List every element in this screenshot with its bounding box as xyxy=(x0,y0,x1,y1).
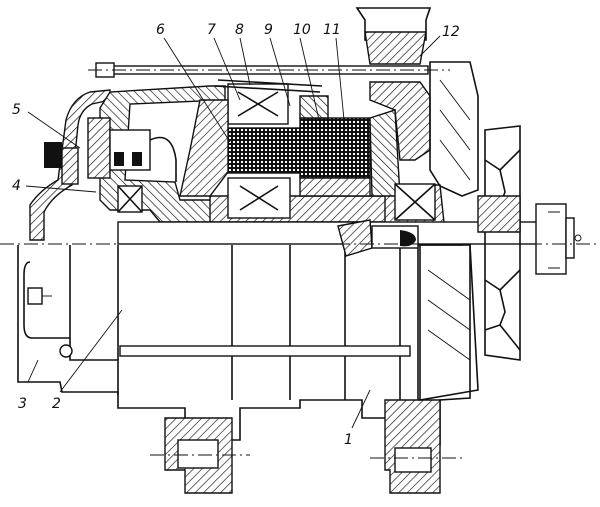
through-bolt-top xyxy=(88,62,450,78)
callout-labels: 1 2 3 4 5 6 7 8 9 10 11 12 xyxy=(12,22,460,448)
callout-11: 11 xyxy=(323,22,341,38)
cooling-fan xyxy=(419,61,479,401)
mounting-foot xyxy=(150,399,465,494)
slip-rings-brushes xyxy=(44,117,177,185)
rear-cover-box xyxy=(23,261,70,339)
callout-9: 9 xyxy=(264,22,273,38)
callout-12: 12 xyxy=(442,24,460,40)
callout-2: 2 xyxy=(52,396,61,412)
rotor-shaft xyxy=(117,219,539,257)
front-mount-lug xyxy=(355,7,432,65)
stator xyxy=(224,83,371,219)
callout-1: 1 xyxy=(344,432,353,448)
callout-3: 3 xyxy=(18,396,27,412)
callout-4: 4 xyxy=(12,178,21,194)
callout-10: 10 xyxy=(293,22,311,38)
drive-pulley xyxy=(477,125,521,361)
shaft-nut xyxy=(535,203,582,275)
callout-6: 6 xyxy=(156,22,165,38)
callout-8: 8 xyxy=(235,22,244,38)
rotor-claws xyxy=(179,79,401,197)
leader-lines xyxy=(25,35,441,429)
front-bearing xyxy=(394,183,436,221)
rear-bearing xyxy=(117,185,143,213)
callout-5: 5 xyxy=(12,102,21,118)
callout-7: 7 xyxy=(207,22,216,38)
